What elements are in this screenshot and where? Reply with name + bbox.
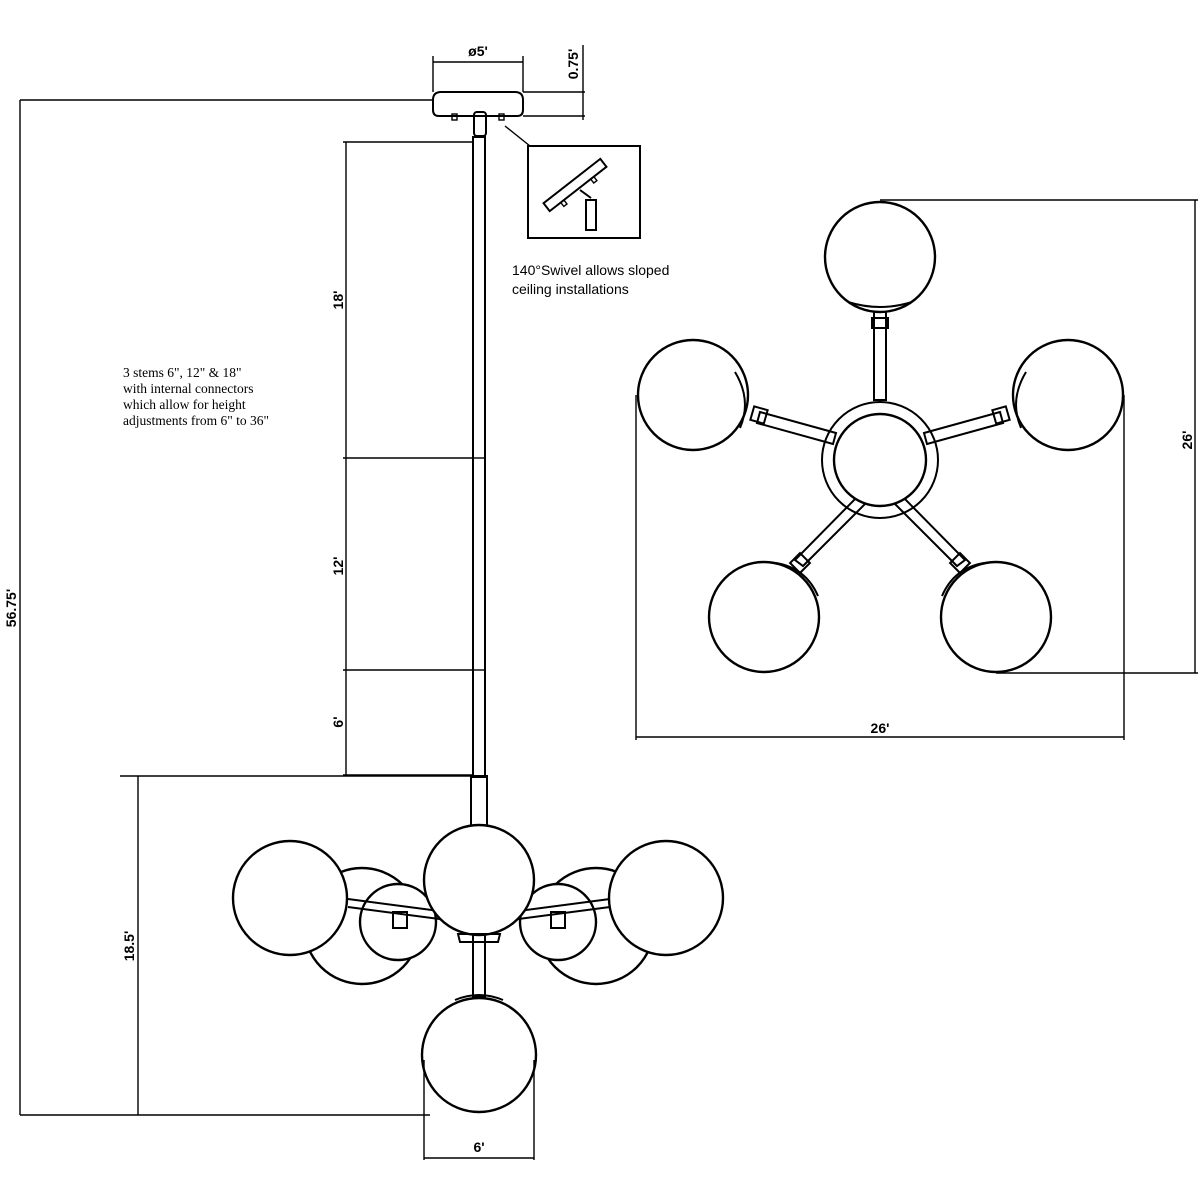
top-view-width-label: 26' — [871, 720, 890, 736]
stem-6-label: 6' — [330, 716, 346, 727]
canopy-diameter-dimension: ø5' — [432, 43, 524, 92]
top-view-fixture — [636, 200, 1125, 674]
stems-note: 3 stems 6", 12" & 18" with internal conn… — [123, 365, 269, 428]
stems-note-line3: which allow for height — [123, 397, 246, 412]
fixture-height-dimension: 18.5' — [120, 775, 475, 1115]
stem-dimensions: 18' 12' 6' — [330, 141, 474, 776]
globe-width-label: 6' — [473, 1139, 484, 1155]
globe-width-dimension: 6' — [423, 1060, 535, 1160]
stems-note-line4: adjustments from 6" to 36" — [123, 413, 269, 428]
top-view-width-dimension: 26' — [635, 395, 1125, 740]
overall-height-dimension: 56.75' — [3, 99, 433, 1116]
swivel-detail — [504, 125, 641, 239]
swivel-note-line1: 140°Swivel allows sloped — [512, 262, 669, 278]
canopy-diameter-label: ø5' — [468, 43, 488, 59]
fixture-height-label: 18.5' — [121, 931, 137, 962]
stem-18-label: 18' — [330, 291, 346, 310]
swivel-note-line2: ceiling installations — [512, 281, 629, 297]
stem — [470, 136, 488, 837]
stem-12-label: 12' — [330, 557, 346, 576]
top-view-height-label: 26' — [1179, 431, 1195, 450]
canopy-height-dimension: 0.75' — [523, 45, 585, 120]
stems-note-line2: with internal connectors — [123, 381, 253, 396]
side-view-fixture — [231, 823, 725, 1114]
overall-height-label: 56.75' — [3, 589, 19, 627]
top-view-height-dimension: 26' — [880, 199, 1198, 674]
canopy-height-label: 0.75' — [565, 49, 581, 80]
stems-note-line1: 3 stems 6", 12" & 18" — [123, 365, 242, 380]
